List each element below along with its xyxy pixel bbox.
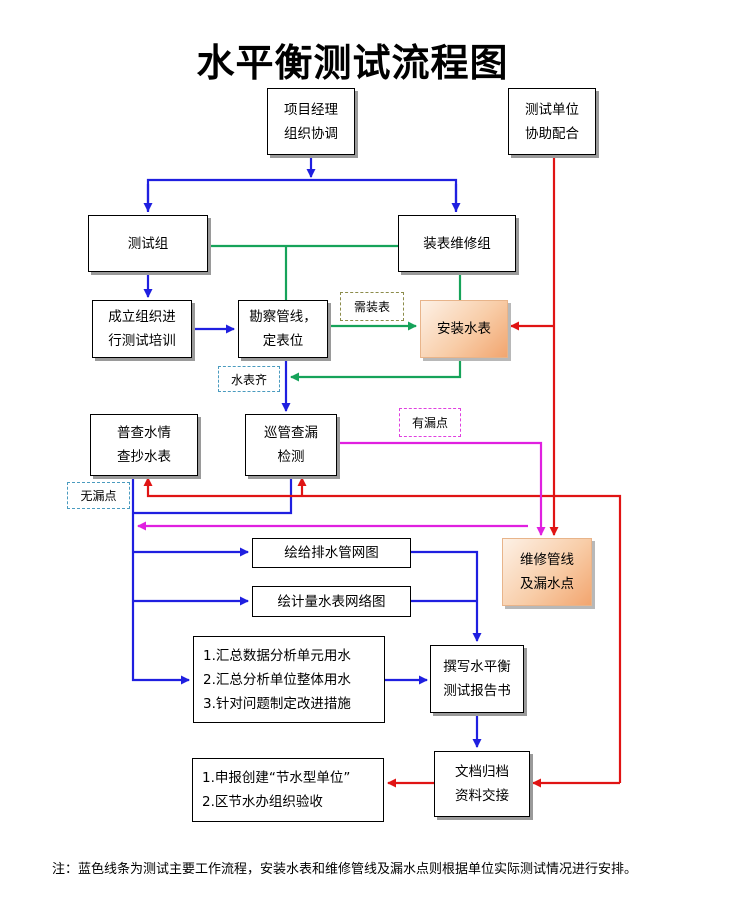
survey-read-meter-box: 普查水情 查抄水表 <box>90 414 198 476</box>
draw-pipe-network-label: 绘给排水管网图 <box>284 545 379 561</box>
meter-ready-tag: 水表齐 <box>218 366 280 392</box>
setup-training-box: 成立组织进 行测试培训 <box>92 300 192 358</box>
draw-meter-network-label: 绘计量水表网络图 <box>277 593 386 610</box>
meter-flow-lines <box>208 244 462 382</box>
write-report-box: 撰写水平衡 测试报告书 <box>430 645 524 713</box>
test-group-box: 测试组 <box>88 215 208 272</box>
main-flow-lines <box>131 156 482 748</box>
install-meter-box: 安装水表 <box>420 300 508 358</box>
apply-line-2: 2.区节水办组织验收 <box>202 794 323 810</box>
survey-read-meter-line-2: 查抄水表 <box>117 449 171 465</box>
apply-box: 1.申报创建“节水型单位” 2.区节水办组织验收 <box>192 758 384 822</box>
test-group-label: 测试组 <box>127 235 169 252</box>
write-report-line-2: 测试报告书 <box>443 683 511 699</box>
no-leak-tag: 无漏点 <box>67 482 130 509</box>
setup-training-line-2: 行测试培训 <box>108 333 176 349</box>
summary-line-2: 2.汇总分析单位整体用水 <box>203 671 351 688</box>
test-unit-box: 测试单位 协助配合 <box>508 88 596 155</box>
archive-box: 文档归档 资料交接 <box>434 751 530 817</box>
summary-line-1: 1.汇总数据分析单元用水 <box>203 647 351 664</box>
footnote: 注：蓝色线条为测试主要工作流程，安装水表和维修管线及漏水点则根据单位实际测试情况… <box>52 862 638 877</box>
survey-pipeline-box: 勘察管线， 定表位 <box>238 300 328 358</box>
meter-repair-group-label: 装表维修组 <box>423 235 491 252</box>
archive-line-2: 资料交接 <box>455 788 509 804</box>
summary-line-3: 3.针对问题制定改进措施 <box>203 695 351 712</box>
repair-pipe-box: 维修管线 及漏水点 <box>502 538 592 606</box>
survey-pipeline-line-2: 定表位 <box>262 333 304 349</box>
meter-repair-group-box: 装表维修组 <box>398 215 516 272</box>
install-meter-label: 安装水表 <box>437 321 491 337</box>
survey-read-meter-line-1: 普查水情 <box>117 425 171 441</box>
draw-meter-network-box: 绘计量水表网络图 <box>252 586 411 617</box>
has-leak-tag: 有漏点 <box>399 408 461 437</box>
repair-pipe-line-1: 维修管线 <box>520 552 574 568</box>
project-manager-line-2: 组织协调 <box>284 125 338 142</box>
setup-training-line-1: 成立组织进 <box>108 309 176 325</box>
archive-line-1: 文档归档 <box>455 764 509 780</box>
test-unit-line-1: 测试单位 <box>525 101 579 118</box>
test-unit-line-2: 协助配合 <box>525 125 579 142</box>
project-manager-box: 项目经理 组织协调 <box>267 88 355 155</box>
survey-pipeline-line-1: 勘察管线， <box>249 309 317 325</box>
page-title: 水平衡测试流程图 <box>196 41 509 85</box>
patrol-leak-line-2: 检测 <box>277 449 305 465</box>
project-manager-line-1: 项目经理 <box>284 101 338 118</box>
repair-pipe-line-2: 及漏水点 <box>520 576 574 592</box>
leak-flow-lines <box>137 441 546 536</box>
patrol-leak-box: 巡管查漏 检测 <box>245 414 337 476</box>
support-flow-lines <box>143 155 622 788</box>
summary-box: 1.汇总数据分析单元用水 2.汇总分析单位整体用水 3.针对问题制定改进措施 <box>193 636 385 723</box>
patrol-leak-line-1: 巡管查漏 <box>264 425 318 441</box>
need-meter-tag: 需装表 <box>340 292 404 321</box>
apply-line-1: 1.申报创建“节水型单位” <box>202 770 351 786</box>
write-report-line-1: 撰写水平衡 <box>443 659 511 675</box>
draw-pipe-network-box: 绘给排水管网图 <box>252 538 411 568</box>
